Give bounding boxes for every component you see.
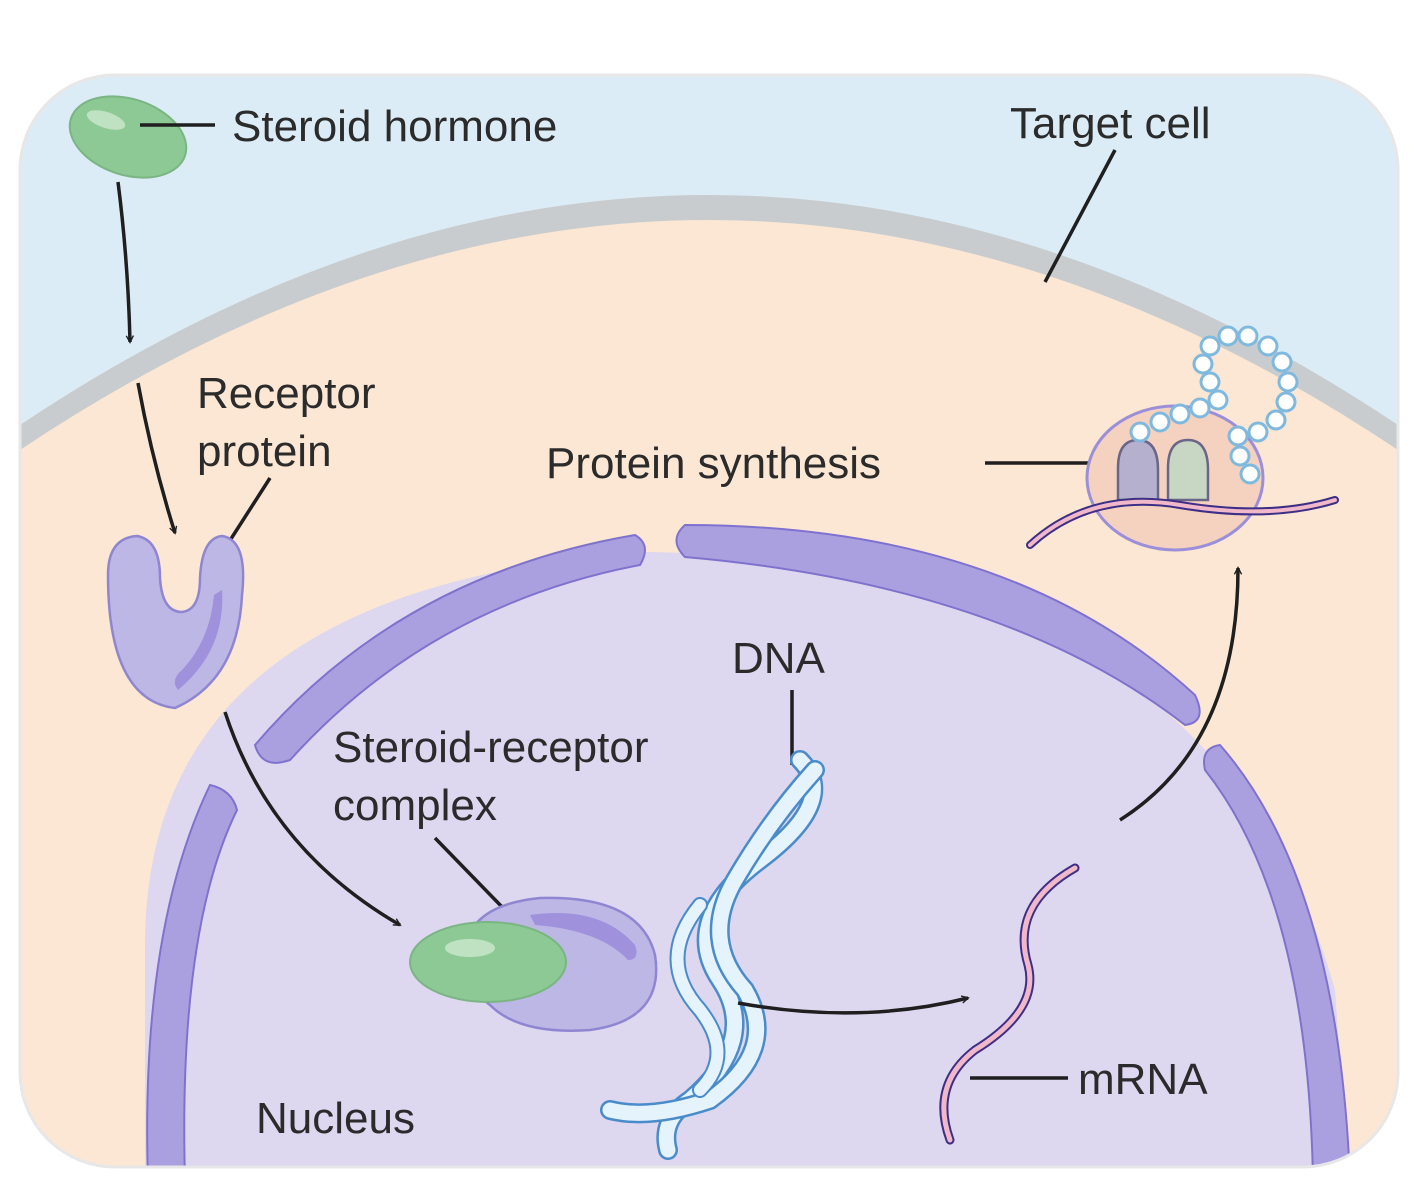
nuclear-envelope-left bbox=[146, 783, 239, 1167]
steroid-receptor-complex-label-line2: complex bbox=[333, 781, 497, 830]
arrow-receptor-to-complex bbox=[223, 711, 400, 927]
receptor-protein-icon bbox=[106, 534, 245, 710]
steroid-receptor-complex-label-line1: Steroid-receptor bbox=[333, 723, 648, 772]
steroid-receptor-complex-icon bbox=[409, 896, 658, 1032]
nucleus-label: Nucleus bbox=[256, 1094, 415, 1143]
protein-synthesis-label: Protein synthesis bbox=[546, 439, 881, 488]
panel-border bbox=[18, 73, 1400, 1169]
arrow-hormone-enters-cell bbox=[116, 181, 130, 342]
ribosome-icon bbox=[1026, 404, 1339, 552]
arrow-mrna-to-ribosome bbox=[1119, 568, 1238, 822]
nuclear-envelope-upper-right bbox=[675, 523, 1201, 727]
protein-chain-icon bbox=[1129, 325, 1299, 485]
arrow-hormone-to-receptor bbox=[136, 382, 175, 533]
mrna-icon bbox=[939, 863, 1080, 1145]
nuclear-envelope-upper-left bbox=[253, 533, 646, 764]
steroid-hormone-icon bbox=[68, 95, 188, 179]
receptor-protein-label-line1: Receptor bbox=[197, 369, 376, 418]
target-cell-label: Target cell bbox=[1010, 99, 1211, 148]
mrna-label: mRNA bbox=[1078, 1055, 1208, 1104]
nuclear-envelope-right bbox=[1203, 743, 1352, 1167]
receptor-protein-label-line2: protein bbox=[197, 427, 332, 476]
dna-helix-icon bbox=[600, 750, 825, 1160]
steroid-receptor-complex-leader bbox=[433, 836, 507, 912]
dna-label: DNA bbox=[732, 634, 826, 683]
target-cell-leader bbox=[1043, 149, 1117, 283]
arrow-dna-to-mrna bbox=[737, 998, 968, 1015]
steroid-hormone-label: Steroid hormone bbox=[232, 102, 557, 151]
